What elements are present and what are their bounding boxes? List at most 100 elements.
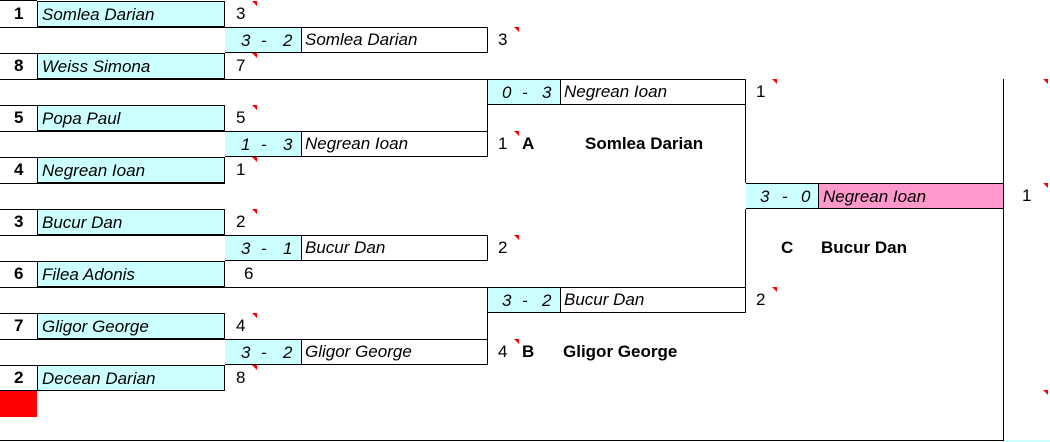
bracket-line [745, 209, 746, 287]
final-score[interactable]: 3 - 0 [746, 183, 818, 209]
champion-seed: 1 [1022, 186, 1032, 205]
seed-2: 2 [14, 368, 24, 387]
winner-box[interactable] [301, 27, 488, 53]
seed-1: 1 [14, 4, 24, 23]
score-b: 2 [542, 291, 552, 310]
winner-box[interactable] [301, 235, 488, 261]
bracket-line [1003, 209, 1004, 441]
player-cell[interactable]: Bucur Dan [37, 209, 225, 235]
winner-seed: 3 [498, 30, 508, 49]
comment-marker[interactable] [514, 27, 519, 32]
bracket-line [0, 440, 1004, 441]
bracket-line [487, 79, 488, 131]
player-cell[interactable]: Filea Adonis [37, 261, 225, 287]
player-cell[interactable]: Decean Darian [37, 365, 225, 391]
winner-box[interactable] [560, 79, 746, 105]
comment-marker[interactable] [1043, 390, 1048, 395]
score-separator: - [261, 31, 267, 50]
match-score[interactable]: 0 - 3 [488, 79, 560, 105]
seed-6: 6 [14, 264, 24, 283]
bracket-line [745, 105, 746, 183]
score-a: 3 [241, 343, 251, 362]
winner-box[interactable] [301, 339, 488, 365]
winner-name: Negrean Ioan [305, 134, 409, 153]
winner-seed: 4 [498, 342, 508, 361]
seed-7: 7 [14, 316, 24, 335]
comment-marker[interactable] [514, 235, 519, 240]
champion-cell[interactable]: Negrean Ioan [818, 183, 1004, 209]
comment-marker[interactable] [514, 339, 519, 344]
comment-marker[interactable] [252, 1, 257, 6]
comment-marker[interactable] [772, 79, 777, 84]
winner-name: Bucur Dan [305, 238, 386, 257]
grid-line [0, 53, 37, 54]
label-c-name: Bucur Dan [821, 238, 907, 257]
score-separator: - [522, 291, 528, 310]
score-b: 0 [801, 187, 811, 206]
winner-seed: 2 [756, 290, 766, 309]
score-b: 3 [283, 135, 293, 154]
player-cell[interactable]: Weiss Simona [37, 53, 225, 79]
label-a-name: Somlea Darian [585, 134, 704, 153]
score-a: 3 [502, 291, 512, 310]
winner-name: Somlea Darian [305, 30, 418, 49]
winner-seed: 2 [498, 238, 508, 257]
selected-cell[interactable] [0, 391, 37, 417]
match-score[interactable]: 3 - 2 [225, 339, 301, 365]
bracket-line [0, 235, 225, 236]
player-score: 1 [236, 160, 246, 179]
comment-marker[interactable] [1043, 79, 1048, 84]
winner-box[interactable] [560, 287, 746, 313]
comment-marker[interactable] [252, 209, 257, 214]
score-a: 0 [502, 83, 512, 102]
score-b: 2 [283, 343, 293, 362]
score-separator: - [261, 239, 267, 258]
comment-marker[interactable] [252, 313, 257, 318]
bracket-line [0, 131, 225, 132]
label-b-letter: B [522, 342, 535, 361]
winner-seed: 1 [756, 82, 766, 101]
player-score: 2 [236, 212, 246, 231]
winner-name: Gligor George [305, 342, 412, 361]
player-cell[interactable]: Somlea Darian [37, 1, 225, 27]
grid-line [0, 313, 37, 314]
grid-line [0, 209, 37, 210]
comment-marker[interactable] [252, 157, 257, 162]
score-separator: - [522, 83, 528, 102]
player-cell[interactable]: Gligor George [37, 313, 225, 339]
player-cell[interactable]: Negrean Ioan [37, 157, 225, 183]
bracket-line [0, 339, 225, 340]
score-a: 3 [241, 239, 251, 258]
bracket-line [0, 183, 225, 184]
player-score: 4 [236, 316, 246, 335]
score-separator: - [261, 135, 267, 154]
match-score[interactable]: 3 - 1 [225, 235, 301, 261]
comment-marker[interactable] [772, 287, 777, 292]
comment-marker[interactable] [252, 53, 257, 58]
comment-marker[interactable] [252, 105, 257, 110]
match-score[interactable]: 3 - 2 [225, 27, 301, 53]
player-score: 7 [236, 56, 246, 75]
winner-box[interactable] [301, 131, 488, 157]
grid-line [0, 157, 37, 158]
match-score[interactable]: 3 - 2 [488, 287, 560, 313]
seed-3: 3 [14, 212, 24, 231]
score-a: 3 [760, 187, 770, 206]
player-cell[interactable]: Popa Paul [37, 105, 225, 131]
seed-4: 4 [14, 160, 24, 179]
grid-line [0, 0, 37, 1]
seed-8: 8 [14, 56, 24, 75]
score-a: 3 [241, 31, 251, 50]
comment-marker[interactable] [514, 131, 519, 136]
grid-line [1003, 79, 1004, 183]
player-score: 5 [236, 108, 246, 127]
seed-5: 5 [14, 108, 24, 127]
grid-line [0, 261, 37, 262]
comment-marker[interactable] [1043, 183, 1048, 188]
comment-marker[interactable] [252, 365, 257, 370]
label-c-letter: C [781, 238, 794, 257]
match-score[interactable]: 1 - 3 [225, 131, 301, 157]
grid-line [0, 365, 37, 366]
bracket-line [487, 287, 488, 339]
bracket-line [0, 79, 488, 80]
